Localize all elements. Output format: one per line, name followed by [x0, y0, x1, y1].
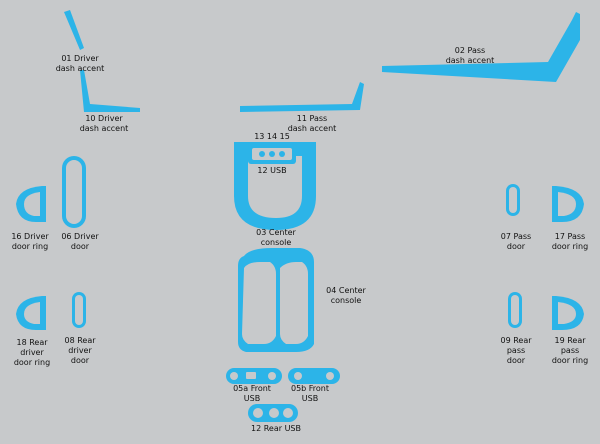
label-line: console — [330, 296, 362, 305]
label-line: door ring — [551, 356, 589, 365]
label-17-pass-door-ring: 17 Pass door ring — [552, 232, 588, 252]
part-05b-front-usb — [288, 368, 340, 384]
label-line: door — [506, 356, 526, 365]
label-line: 05a Front — [233, 384, 271, 393]
label-line: 17 Pass — [554, 232, 586, 241]
label-line: 10 Driver — [85, 114, 123, 123]
label-line: 16 Driver — [11, 232, 49, 241]
label-01-driver-dash-accent: 01 Driver dash accent — [56, 54, 105, 74]
label-line: 09 Rear — [500, 336, 532, 345]
part-11-pass-dash-accent — [240, 82, 364, 112]
label-line: 06 Driver — [61, 232, 99, 241]
label-11-pass-dash-accent: 11 Pass dash accent — [288, 114, 337, 134]
label-line: 13 14 15 — [254, 132, 290, 141]
label-line: 03 Center — [256, 228, 296, 237]
part-01-driver-dash-accent — [64, 10, 84, 50]
label-12-rear-usb: 12 Rear USB — [251, 424, 301, 434]
label-18-rear-driver-door-ring: 18 Rear driver door ring — [14, 338, 50, 368]
label-08-rear-driver-door: 08 Rear driver door — [64, 336, 95, 366]
label-13-14-15: 13 14 15 — [254, 132, 290, 142]
label-line: door — [506, 242, 526, 251]
label-04-center-console: 04 Center console — [326, 286, 366, 306]
part-10-driver-dash-accent — [80, 70, 140, 112]
label-06-driver-door: 06 Driver door — [61, 232, 98, 252]
label-line: 12 USB — [257, 166, 287, 175]
label-line: 11 Pass — [296, 114, 328, 123]
label-line: pass — [506, 346, 526, 355]
label-line: dash accent — [287, 124, 337, 133]
label-line: door ring — [551, 242, 589, 251]
label-line: 02 Pass — [454, 46, 486, 55]
part-02-pass-dash-accent — [382, 12, 580, 82]
label-line: driver — [20, 348, 44, 357]
label-09-rear-pass-door: 09 Rear pass door — [500, 336, 531, 366]
label-10-driver-dash-accent: 10 Driver dash accent — [80, 114, 129, 134]
label-line: 01 Driver — [61, 54, 99, 63]
label-05a-front-usb: 05a Front USB — [233, 384, 271, 404]
label-line: console — [260, 238, 292, 247]
label-02-pass-dash-accent: 02 Pass dash accent — [446, 46, 495, 66]
label-line: dash accent — [55, 64, 105, 73]
label-line: 12 Rear USB — [251, 424, 301, 433]
label-line: USB — [301, 394, 319, 403]
label-line: 08 Rear — [64, 336, 96, 345]
label-line: 19 Rear — [554, 336, 586, 345]
label-line: dash accent — [445, 56, 495, 65]
label-line: door ring — [11, 242, 49, 251]
label-line: 07 Pass — [500, 232, 532, 241]
label-12-usb: 12 USB — [257, 166, 286, 176]
label-line: 04 Center — [326, 286, 366, 295]
label-line: door — [70, 356, 90, 365]
label-line: 05b Front — [290, 384, 330, 393]
label-line: 18 Rear — [16, 338, 48, 347]
label-19-rear-pass-door-ring: 19 Rear pass door ring — [552, 336, 588, 366]
label-line: dash accent — [79, 124, 129, 133]
label-05b-front-usb: 05b Front USB — [291, 384, 329, 404]
label-line: door ring — [13, 358, 51, 367]
label-16-driver-door-ring: 16 Driver door ring — [11, 232, 48, 252]
label-line: pass — [560, 346, 580, 355]
label-03-center-console: 03 Center console — [256, 228, 296, 248]
label-line: door — [70, 242, 90, 251]
label-line: USB — [243, 394, 261, 403]
label-line: driver — [68, 346, 92, 355]
label-07-pass-door: 07 Pass door — [501, 232, 531, 252]
